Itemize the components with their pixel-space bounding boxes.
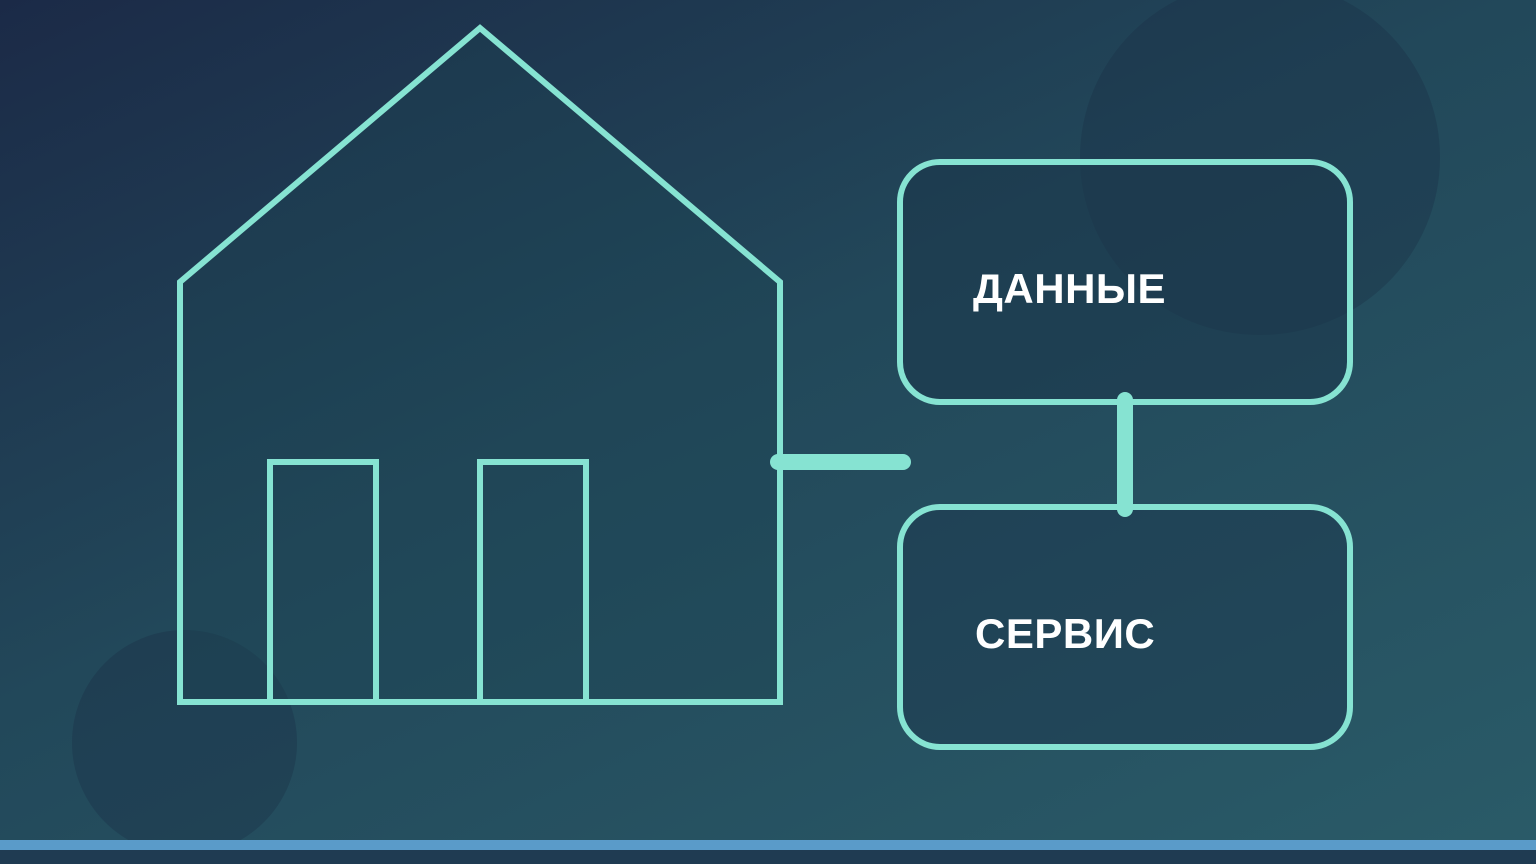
decorative-circle-bottom-left	[72, 630, 297, 855]
house-outline-icon	[177, 24, 783, 705]
house-door-left	[267, 459, 379, 705]
bottom-accent-bar	[0, 840, 1536, 850]
node-label-data: ДАННЫЕ	[973, 265, 1167, 312]
node-label-service: СЕРВИС	[975, 610, 1156, 657]
bottom-strip	[0, 850, 1536, 864]
house-door-right	[477, 459, 589, 705]
